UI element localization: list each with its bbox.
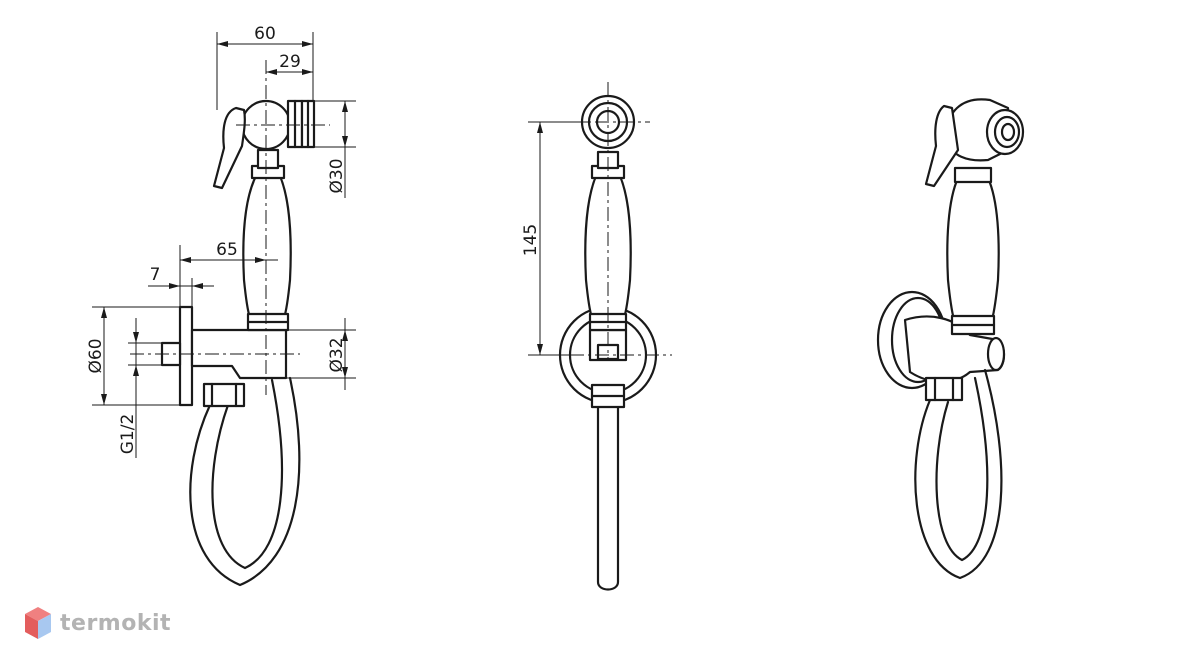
iso-lever <box>924 104 960 188</box>
iso-hose-inner <box>935 376 989 562</box>
cube-logo-icon <box>25 607 51 639</box>
handle <box>242 174 292 320</box>
hose-nut <box>202 382 246 408</box>
wall-flange <box>178 305 194 407</box>
front-hose <box>596 403 620 591</box>
dim-145-label: 145 <box>521 224 541 256</box>
dim-60-label: 60 <box>254 24 276 44</box>
dim-29-label: 29 <box>279 52 301 72</box>
iso-hose-outer <box>914 368 1003 580</box>
dim-d32-label: Ø32 <box>327 337 347 372</box>
iso-hose-nut <box>924 376 964 402</box>
hose-loop-inner <box>211 378 283 570</box>
side-view: 60 29 Ø30 65 7 Ø60 G1/2 <box>86 24 356 587</box>
front-view: 145 <box>521 82 672 591</box>
neck <box>256 148 280 170</box>
iso-view <box>876 98 1025 580</box>
dim-d30-label: Ø30 <box>327 158 347 193</box>
dim-d60-label: Ø60 <box>86 338 106 373</box>
termokit-logo: termokit <box>24 606 171 640</box>
lever <box>212 106 246 190</box>
iso-handle <box>946 176 1000 322</box>
dim-g12-label: G1/2 <box>118 414 138 455</box>
front-handle <box>584 174 632 320</box>
hose-loop-outer <box>189 376 301 587</box>
dim-65-label: 65 <box>216 240 238 260</box>
logo-text: termokit <box>60 610 172 636</box>
dim-7-label: 7 <box>150 265 161 285</box>
